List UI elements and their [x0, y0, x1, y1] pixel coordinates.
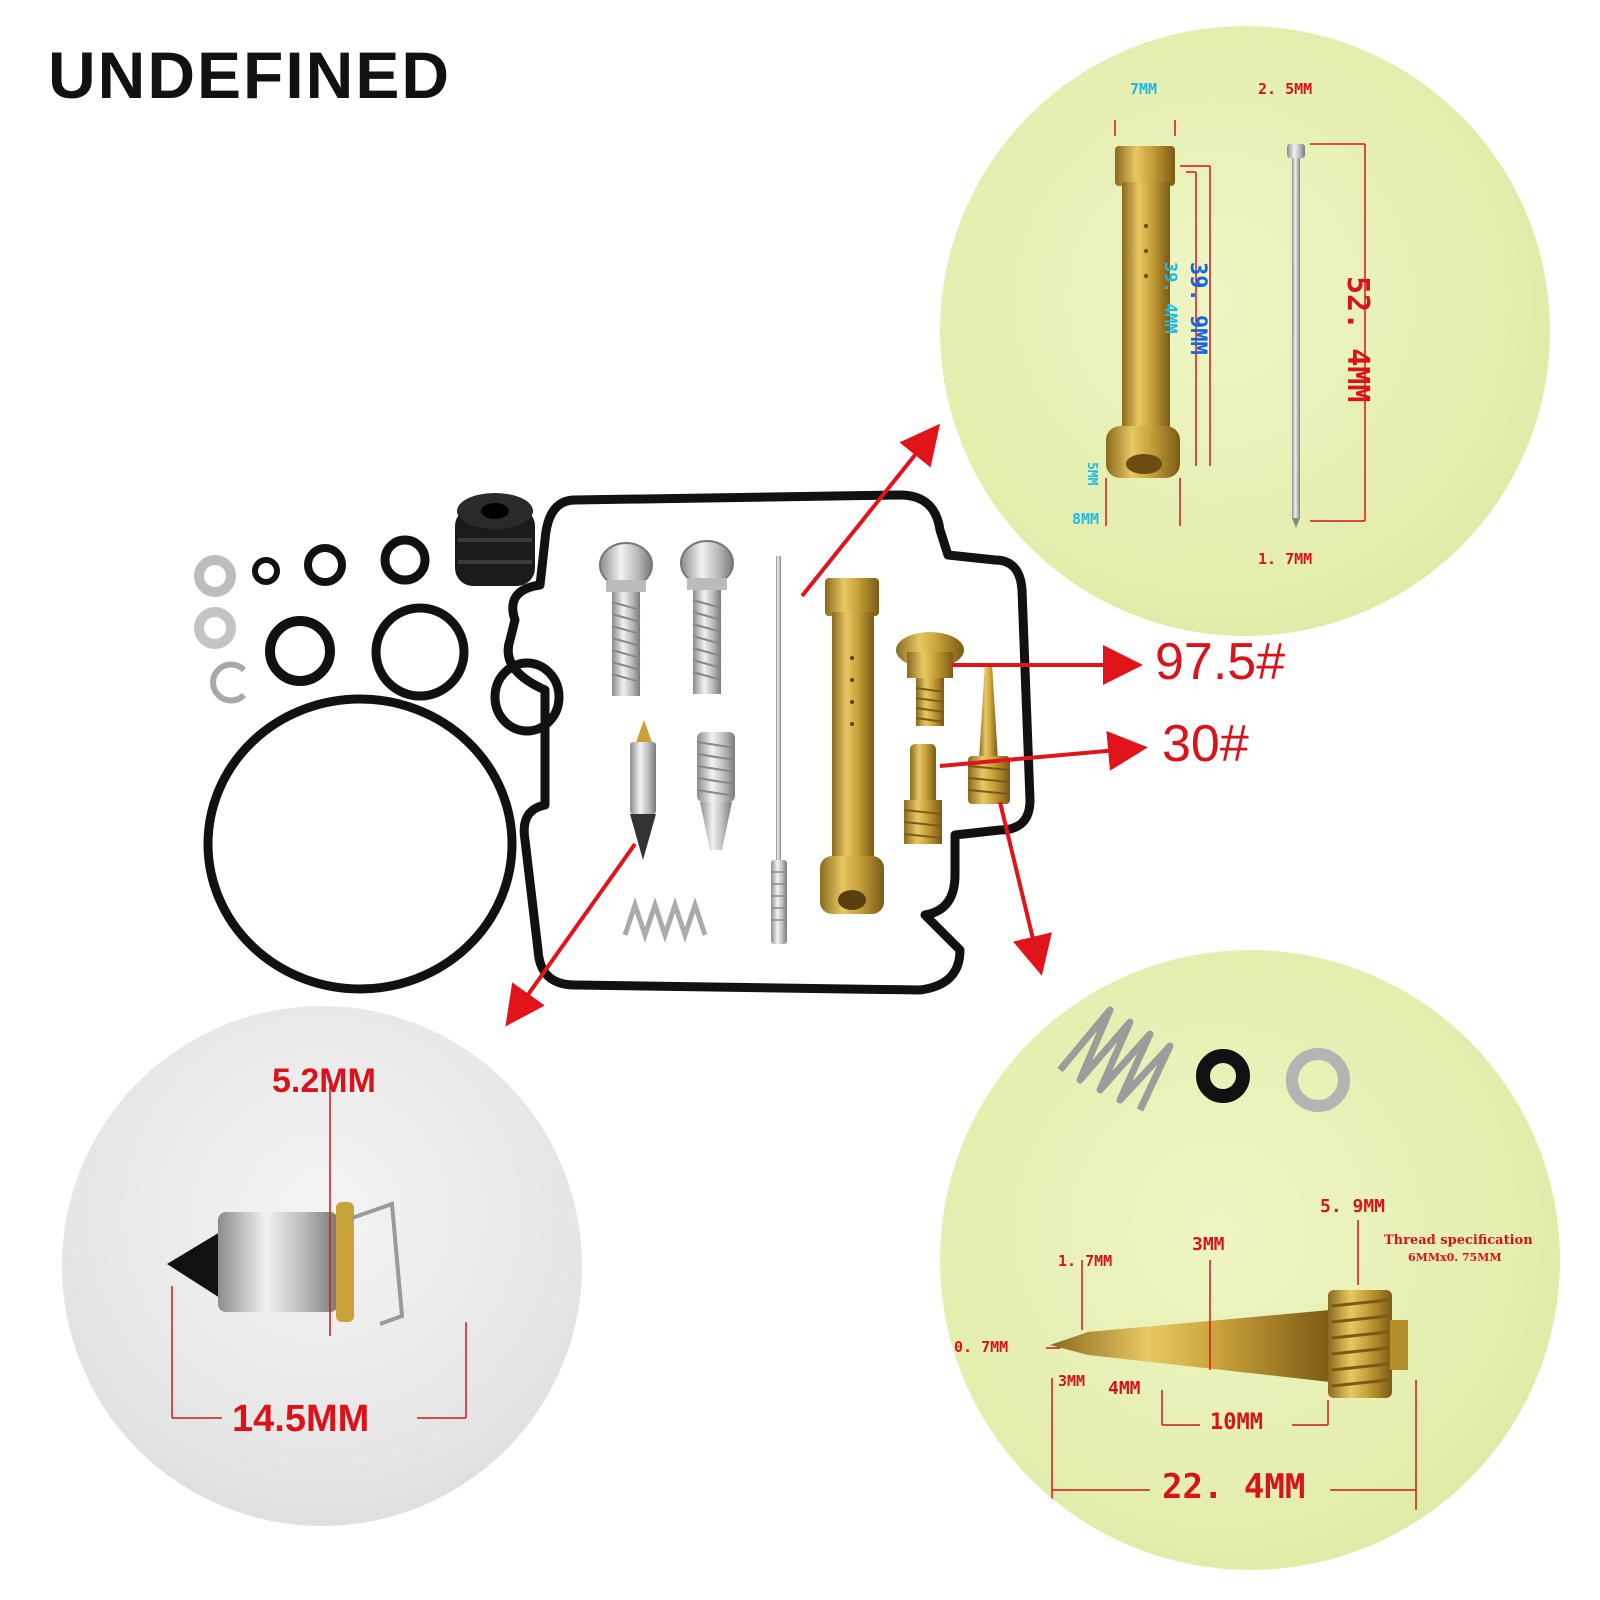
- mixture-screw-detail-illustration: [1046, 1006, 1417, 1510]
- thread-spec-title: Thread specification: [1384, 1233, 1533, 1248]
- dim-length-b: 39. 9MM: [1185, 262, 1210, 355]
- float-valve-detail-illustration: [167, 1086, 467, 1419]
- main-jet-size-label: 97.5#: [1155, 633, 1286, 691]
- needle-jet-detail-illustration: [1105, 120, 1366, 528]
- jet-needle-icon: [771, 556, 787, 944]
- brand-title: UNDEFINED: [48, 38, 452, 112]
- rubber-boot-icon: [455, 493, 535, 586]
- dim-tip-length: 3MM: [1058, 1372, 1086, 1390]
- dim-top-width: 7MM: [1130, 80, 1158, 98]
- dim-valve-length: 14.5MM: [232, 1398, 370, 1440]
- o-ring-set: [203, 535, 517, 994]
- main-jet-icon: [896, 632, 964, 726]
- dim-head-diameter: 5. 9MM: [1320, 1196, 1386, 1217]
- dim-outer-bottom: 8MM: [1072, 510, 1100, 528]
- dim-body-length: 10MM: [1210, 1410, 1263, 1435]
- float-valve-icon: [630, 720, 656, 860]
- pilot-jet-icon: [903, 744, 943, 844]
- dim-length-a: 39. 4MM: [1160, 262, 1180, 334]
- dim-needle-tip: 1. 7MM: [1258, 550, 1313, 568]
- thread-spec-value: 6MMx0. 75MM: [1408, 1251, 1502, 1264]
- needle-jet-detail-panel: 7MM 39. 4MM 39. 9MM 5MM 8MM 2. 5MM 52. 4…: [940, 26, 1550, 636]
- gasket-ear: [490, 658, 564, 736]
- dim-needle-length: 52. 4MM: [1340, 276, 1375, 403]
- dim-tip-diameter: 1. 7MM: [1058, 1252, 1113, 1270]
- pointer-arrows: [505, 423, 1148, 1027]
- pilot-jet-size-label: 30#: [1162, 715, 1249, 773]
- dim-inner-bottom: 5MM: [1084, 462, 1099, 486]
- needle-jet-icon: [820, 578, 884, 914]
- float-bowl-gasket: [503, 490, 1035, 995]
- dim-tip-end: 0. 7MM: [954, 1338, 1009, 1356]
- dim-taper-length: 4MM: [1108, 1378, 1141, 1399]
- dim-valve-diameter: 5.2MM: [272, 1062, 376, 1100]
- e-clip-icon: [210, 661, 247, 704]
- float-valve-detail-panel: 5.2MM 14.5MM: [62, 1006, 582, 1526]
- mixture-screw-icon: [967, 664, 1011, 804]
- dim-total-length: 22. 4MM: [1162, 1467, 1306, 1507]
- spring-icon: [622, 897, 708, 943]
- dim-shank-diameter: 3MM: [1192, 1234, 1225, 1255]
- idle-screw-icon: [696, 732, 736, 850]
- mixture-screw-detail-panel: 5. 9MM Thread specification 6MMx0. 75MM …: [940, 950, 1560, 1570]
- bowl-screw-icon: [680, 540, 734, 694]
- dim-needle-top: 2. 5MM: [1258, 80, 1313, 98]
- washer-icon: [194, 555, 236, 649]
- bowl-screw-icon: [599, 542, 653, 696]
